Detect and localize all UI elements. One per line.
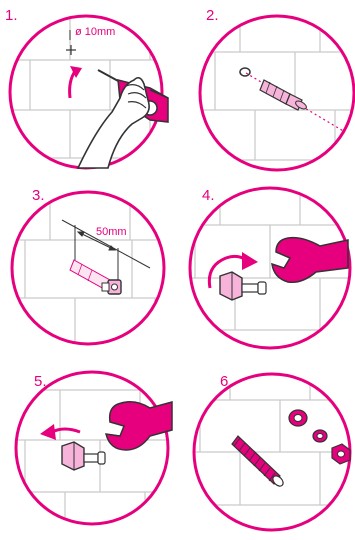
step-6-panel: 6.	[180, 360, 355, 540]
tiled-wall	[0, 0, 180, 158]
step-1-number: 1.	[5, 8, 18, 23]
step-2-panel: 2.	[180, 0, 355, 175]
wrench-icon	[272, 238, 348, 283]
step-4-panel: 4.	[180, 180, 355, 355]
drill-bit	[98, 70, 120, 82]
step-1-panel: 1.	[0, 0, 180, 175]
washer-icon	[289, 410, 307, 426]
step-2-number: 2.	[206, 8, 219, 23]
tiled-wall	[180, 0, 355, 160]
step-1-dimension-label: ø 10mm	[75, 27, 115, 38]
nut-icon	[220, 272, 266, 300]
drill-hole-icon	[240, 68, 250, 76]
hand-icon	[78, 78, 149, 168]
step-4-number: 4.	[202, 188, 215, 203]
nut-icon	[332, 444, 350, 464]
step-3-panel: 3.	[0, 180, 180, 355]
nut-icon	[62, 442, 105, 470]
tiled-wall	[0, 180, 180, 355]
tiled-wall	[180, 360, 355, 505]
step-5-number: 5.	[34, 374, 47, 389]
step-3-number: 3.	[32, 188, 45, 203]
step-6-number: 6.	[220, 374, 233, 389]
washer-icon	[313, 430, 327, 442]
step-3-dimension-label: 50mm	[96, 227, 127, 238]
step-5-circle-frame	[16, 372, 168, 524]
wall-plug-icon	[260, 80, 308, 111]
rotate-arrow-icon	[70, 66, 82, 98]
step-5-panel: 5.	[0, 360, 180, 540]
wrench-icon	[106, 402, 172, 450]
drill-point-marker	[66, 45, 76, 55]
